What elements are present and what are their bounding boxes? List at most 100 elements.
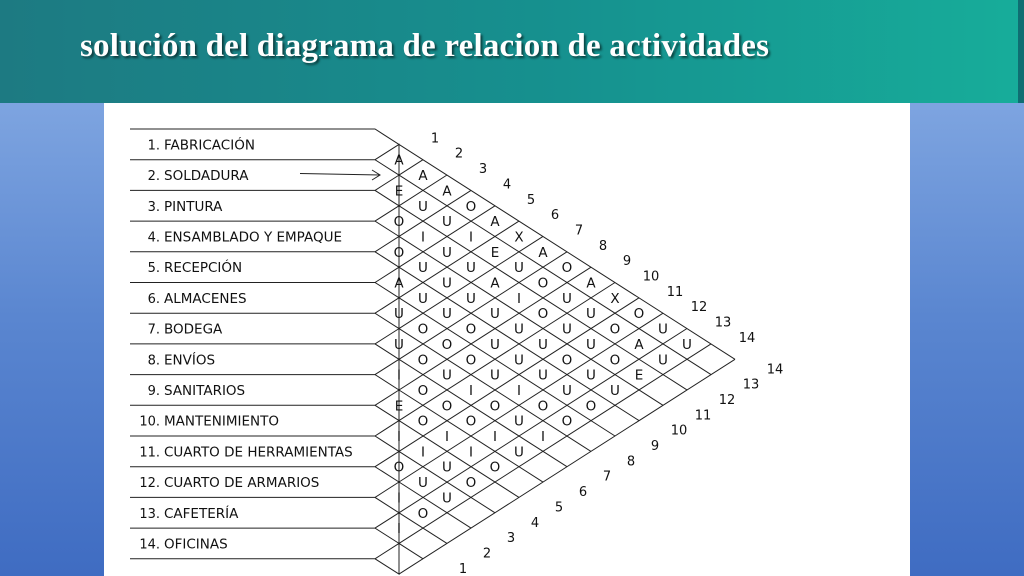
relationship-rating: O [442,337,453,353]
department-name: FABRICACIÓN [164,135,255,153]
lower-index-label: 5 [555,500,563,515]
upper-index-label: 5 [527,193,535,208]
relationship-rating: O [394,214,405,230]
relationship-rating: U [490,306,500,322]
relationship-rating: U [538,337,548,353]
relationship-rating: O [418,383,429,399]
department-name: PINTURA [164,199,223,215]
upper-index-label: 9 [623,254,631,269]
relationship-rating: U [490,337,500,353]
upper-index-label: 2 [455,147,463,162]
relationship-rating: U [682,337,692,353]
relationship-rating: O [610,352,621,368]
upper-index-label: 11 [667,285,684,300]
relationship-rating: U [466,291,476,307]
department-name: CUARTO DE ARMARIOS [164,475,319,491]
relationship-rating: U [514,444,524,460]
department-name: SOLDADURA [164,168,249,184]
lower-index-label: 7 [603,470,611,485]
lower-index-label: 2 [483,546,491,561]
upper-index-label: 10 [643,270,660,285]
relationship-rating: X [514,229,523,245]
relationship-rating: A [394,276,404,292]
relationship-rating: U [514,414,524,430]
lower-index-label: 1 [459,562,467,576]
relationship-rating: I [421,229,425,245]
lower-index-label: 9 [651,439,659,454]
relationship-rating: I [517,291,521,307]
department-number: 11. [139,445,160,460]
upper-index-label: 7 [575,223,583,238]
relationship-rating: O [466,322,477,338]
banner-edge [1018,0,1024,103]
lower-index-label: 11 [695,408,712,423]
department-number: 2. [148,169,160,184]
relationship-rating: U [658,352,668,368]
relationship-rating: O [490,460,501,476]
department-name: CAFETERÍA [164,505,239,522]
relationship-rating: U [586,337,596,353]
relationship-rating: U [658,322,668,338]
relationship-rating: I [517,383,521,399]
relationship-rating: A [538,245,548,261]
down-diagonal-line [398,235,664,406]
department-name: ENSAMBLADO Y EMPAQUE [164,229,342,245]
down-diagonal-line [398,358,568,468]
relationship-rating: U [442,490,452,506]
down-diagonal-line [398,420,520,498]
relationship-rating: U [562,383,572,399]
up-diagonal-line [398,235,544,330]
relationship-chart: 1.FABRICACIÓN2.SOLDADURA3.PINTURA4.ENSAM… [130,128,783,576]
up-diagonal-line [398,220,520,299]
relationship-rating: O [562,260,573,276]
department-name: RECEPCIÓN [164,258,242,276]
relationship-rating: A [634,337,644,353]
relationship-rating: E [395,183,404,199]
relationship-rating: I [469,229,473,245]
relationship-rating: O [394,460,405,476]
department-name: SANITARIOS [164,383,245,399]
relationship-rating: O [562,352,573,368]
department-name: MANTENIMIENTO [164,414,279,430]
upper-index-label: 1 [431,131,439,146]
relationship-rating: U [442,306,452,322]
relationship-rating: I [493,429,497,445]
department-number: 1. [148,138,160,153]
relationship-rating: O [466,475,477,491]
relationship-rating: U [538,368,548,384]
relationship-rating: U [514,352,524,368]
relationship-rating: A [394,153,404,169]
relationship-rating: A [442,183,452,199]
department-number: 3. [148,200,160,215]
department-number: 6. [148,292,160,307]
relationship-rating: U [562,322,572,338]
relationship-rating: E [395,398,404,414]
relationship-rating: O [418,352,429,368]
relationship-rating: I [397,521,401,537]
relationship-rating: U [466,260,476,276]
department-name: OFICINAS [164,536,228,552]
relationship-rating: U [514,322,524,338]
relationship-rating: O [466,352,477,368]
upper-index-label: 6 [551,208,559,223]
relationship-rating: A [586,276,596,292]
relationship-rating: O [418,322,429,338]
relationship-rating: U [418,199,428,215]
relationship-rating: I [445,429,449,445]
relationship-rating: O [586,398,597,414]
relationship-rating: U [490,368,500,384]
relationship-rating: U [442,245,452,261]
relationship-rating: U [562,291,572,307]
relationship-rating: U [442,214,452,230]
relationship-rating: O [442,398,453,414]
relationship-rating: O [634,306,645,322]
department-number: 14. [139,537,160,552]
up-diagonal-line [398,328,688,514]
lower-index-label: 13 [743,378,760,393]
arrow-pointer [299,169,381,181]
relationship-rating: A [490,214,500,230]
relationship-rating: U [418,291,428,307]
upper-index-label: 8 [599,239,607,254]
relationship-rating: I [541,429,545,445]
